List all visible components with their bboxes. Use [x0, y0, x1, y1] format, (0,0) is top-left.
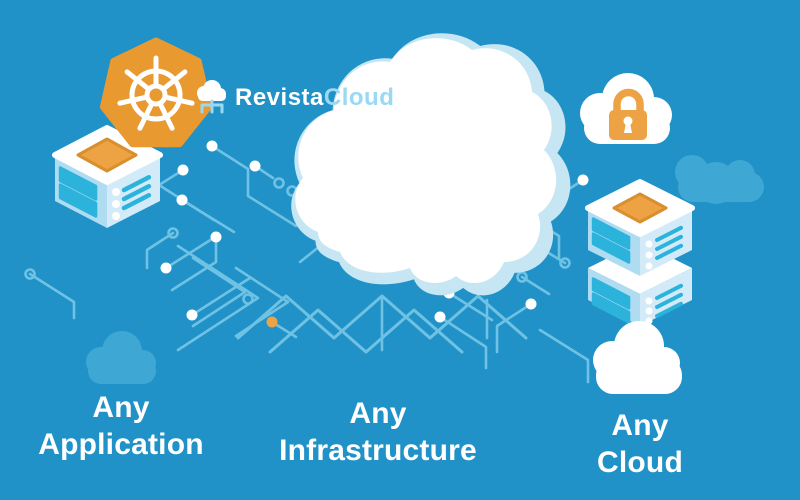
kubernetes-logo [99, 37, 213, 148]
brand-name-secondary: Cloud [323, 84, 395, 111]
secure-cloud-icon [580, 73, 672, 144]
brand-name-primary: Revista [235, 84, 324, 111]
cloud-server-icon [197, 80, 226, 114]
central-3d-cloud-icon [291, 33, 571, 296]
server-top-orange-panel [76, 137, 138, 173]
cloud-bottom-right-icon [593, 321, 682, 394]
server-stack-right-icon [585, 179, 695, 326]
padlock-icon [609, 88, 647, 140]
server-slats [58, 166, 98, 218]
server-status-dots [112, 188, 120, 220]
caption-line: Any [92, 391, 150, 424]
caption-any-cloud: Any Cloud [540, 408, 740, 481]
caption-any-application: Any Application [0, 390, 242, 463]
server-vent-lines [121, 175, 152, 211]
decor-cloud-right [675, 155, 764, 204]
caption-line: Infrastructure [279, 433, 477, 467]
decor-cloud-bottom-left [86, 331, 156, 384]
server-top-orange-panel [612, 192, 668, 224]
caption-line: Cloud [597, 445, 683, 479]
kubernetes-helm-wheel-icon [117, 55, 195, 131]
kubernetes-heptagon [99, 37, 213, 148]
server-left-icon [52, 125, 163, 228]
cloud-front-face [295, 38, 557, 284]
caption-line: Any [349, 397, 407, 430]
caption-any-infrastructure: Any Infrastructure [225, 396, 531, 469]
caption-line: Application [38, 427, 204, 461]
caption-line: Any [611, 409, 669, 442]
server-stack-upper-unit [585, 179, 695, 276]
